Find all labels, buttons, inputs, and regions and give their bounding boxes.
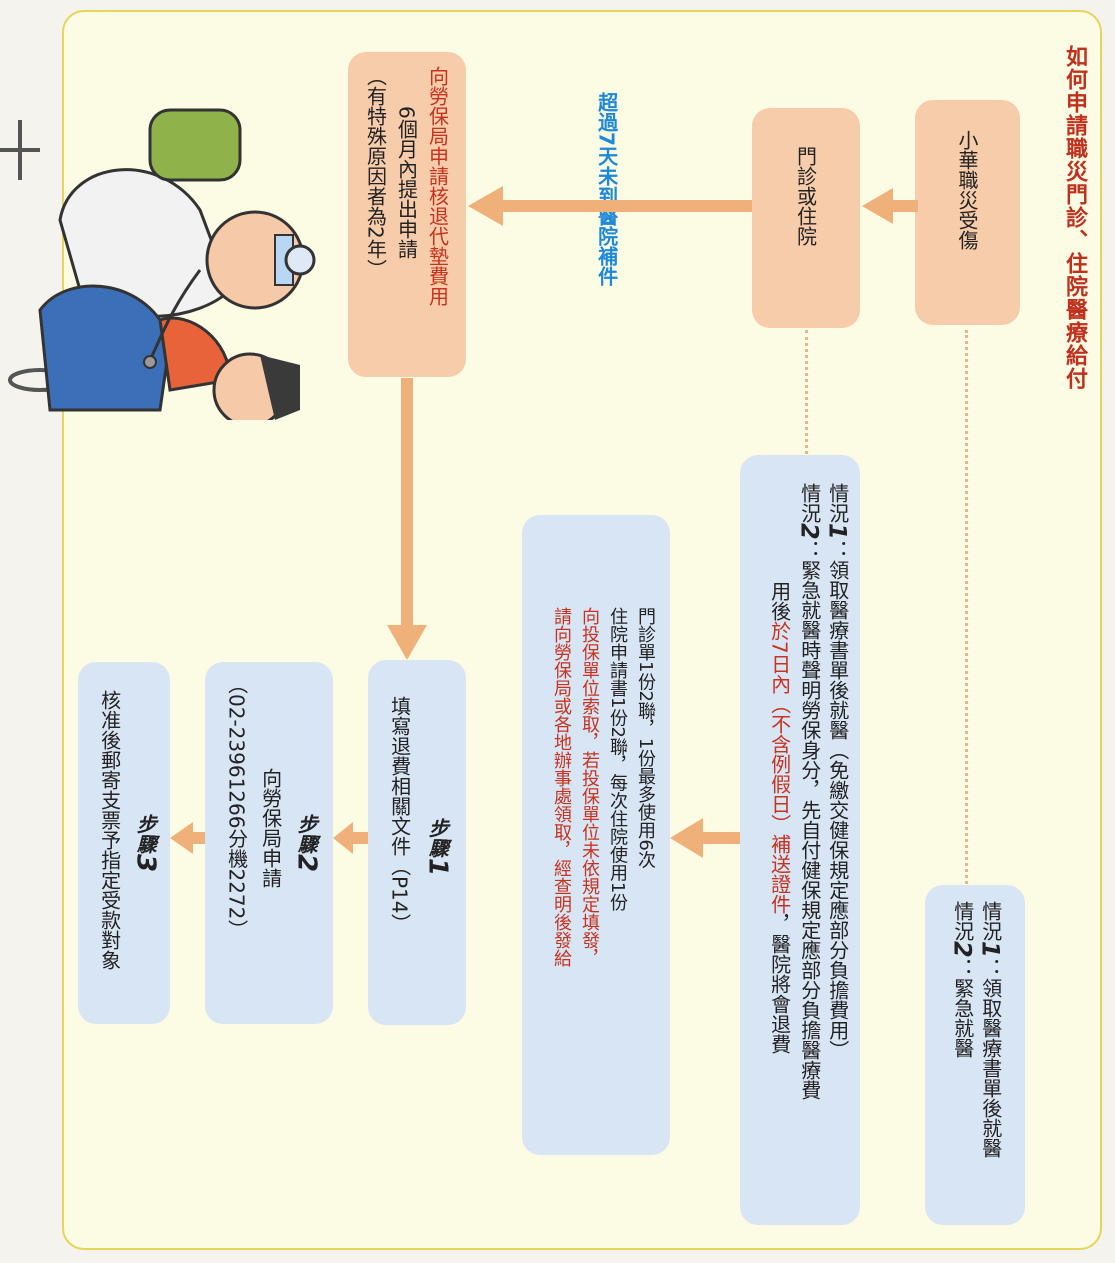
arrow-head-left [862, 188, 893, 224]
arrow-head-left [333, 822, 353, 854]
step-3-label: 步驟3 [130, 814, 161, 873]
step-2-phone: （02-23961266分機2272） [224, 674, 249, 940]
forms-line-3: 向投保單位索取，若投保單位未依規定填發， [579, 607, 601, 967]
page-title: 如何申請職災門診、住院醫療給付 [1062, 45, 1087, 390]
arrow-head-left [170, 822, 193, 854]
injury-box: 小華職災受傷 [915, 100, 1020, 325]
clinic-label: 門診或住院 [793, 146, 818, 246]
forms-line-4: 請向勞保局或各地辦事處領取，經查明後發給 [551, 607, 573, 967]
apply-refund-deadline: 6個月內提出申請 [394, 106, 419, 259]
overdue-note: 超過7天未到醫院補件 [594, 92, 619, 286]
step-1-text: 填寫退費相關文件（P14） [387, 696, 412, 934]
apply-refund-box: 向勞保局申請核退代墊費用 6個月內提出申請 （有特殊原因者為2年） [348, 52, 466, 377]
situation-2-continued: 用後於7日內（不含例假日）補送證件，醫院將會退費 [767, 581, 792, 1054]
situations-box-simple: 情況1：領取醫療書單後就醫 情況2：緊急就醫 [925, 885, 1025, 1225]
situation-1-detailed: 情況1：領取醫療書單後就醫（免繳交健保規定應部分負擔費用） [823, 483, 852, 1060]
forms-line-1: 門診單1份2聯，1份最多使用6次 [635, 607, 657, 869]
step-3-text: 核准後郵寄支票予指定受款對象 [97, 690, 122, 970]
step-2-label: 步驟2 [291, 814, 322, 873]
apply-refund-title: 向勞保局申請核退代墊費用 [425, 66, 450, 306]
step-2-box: 步驟2 向勞保局申請 （02-23961266分機2272） [205, 662, 333, 1024]
situations-box-detailed: 情況1：領取醫療書單後就醫（免繳交健保規定應部分負擔費用） 情況2：緊急就醫時聲… [740, 455, 860, 1225]
step-2-text: 向勞保局申請 [258, 768, 283, 888]
arrow-head-down [387, 625, 427, 660]
arrow-head-left [468, 186, 503, 226]
arrow-head-left [670, 818, 703, 858]
situation-1-simple: 情況1：領取醫療書單後就醫 [976, 901, 1005, 1158]
step-1-label: 步驟1 [422, 818, 453, 877]
step-3-box: 步驟3 核准後郵寄支票予指定受款對象 [78, 662, 170, 1024]
clinic-box: 門診或住院 [752, 108, 860, 328]
dotted-connector [805, 330, 808, 460]
forms-line-2: 住院申請書1份2聯，每次住院使用1份 [607, 607, 629, 912]
situation-2-detailed: 情況2：緊急就醫時聲明勞保身分，先自付健保規定應部分負擔醫療費 [795, 483, 824, 1100]
situation-2-simple: 情況2：緊急就醫 [948, 901, 977, 1058]
step-1-box: 步驟1 填寫退費相關文件（P14） [368, 660, 466, 1025]
dotted-connector [965, 330, 968, 890]
doctor-patient-illustration [0, 108, 316, 420]
apply-refund-exception: （有特殊原因者為2年） [363, 66, 388, 279]
injury-label: 小華職災受傷 [955, 130, 979, 250]
forms-box: 門診單1份2聯，1份最多使用6次 住院申請書1份2聯，每次住院使用1份 向投保單… [522, 515, 670, 1155]
